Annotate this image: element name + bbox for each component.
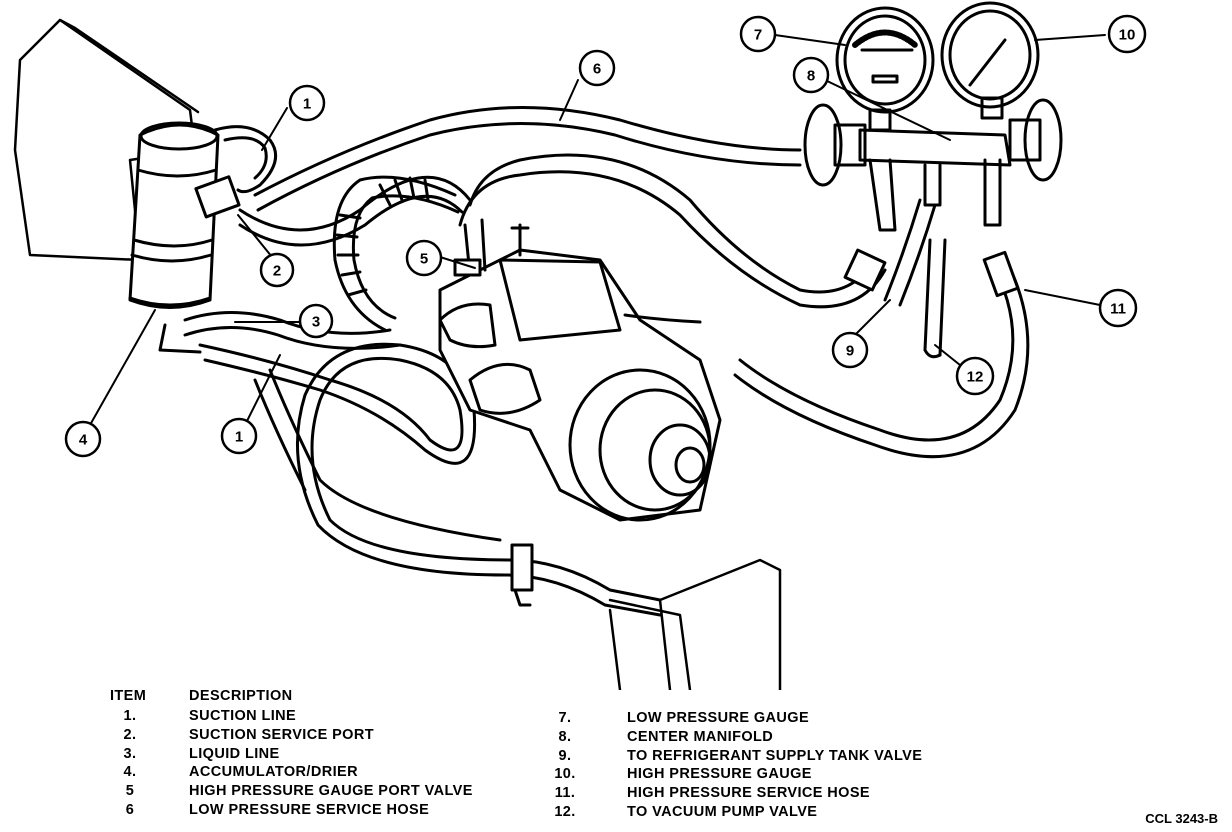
callout-circle-2 — [259, 252, 295, 288]
left-body-panel — [13, 18, 200, 262]
legend-item-description: CENTER MANIFOLD — [627, 728, 774, 745]
ac-service-diagram: 1 2 3 4 1 5 6 7 8 9 10 11 12 — [13, 1, 1147, 690]
callout-1b: 1 — [235, 429, 243, 446]
callout-12: 12 — [967, 369, 984, 386]
legend-item-description: TO REFRIGERANT SUPPLY TANK VALVE — [627, 747, 923, 764]
legend-item-number: 4. — [123, 764, 137, 781]
legend-item-description: LOW PRESSURE SERVICE HOSE — [189, 802, 430, 818]
callout-circle-10 — [1107, 14, 1147, 54]
callout-4: 4 — [79, 432, 88, 449]
callout-circle-5 — [405, 239, 443, 277]
callout-3: 3 — [312, 314, 320, 331]
legend-item-description: LOW PRESSURE GAUGE — [627, 710, 810, 726]
legend-item-description: LIQUID LINE — [189, 745, 280, 762]
ac-compressor — [438, 223, 722, 522]
callout-circle-7 — [739, 15, 777, 53]
callout-9: 9 — [846, 343, 854, 360]
callout-6: 6 — [593, 61, 601, 78]
legend-item-number: 7. — [558, 710, 572, 726]
legend-item-number: 6 — [125, 802, 135, 818]
callout-1a: 1 — [303, 96, 311, 113]
legend-item-description: SUCTION SERVICE PORT — [189, 726, 374, 743]
callout-circle-8 — [792, 56, 830, 94]
callout-8: 8 — [807, 68, 815, 85]
legend-item-number: 5 — [125, 783, 135, 800]
supply-and-vacuum-hoses — [843, 198, 947, 359]
accumulator-drier — [128, 121, 241, 309]
callout-circle-6 — [578, 49, 616, 87]
legend-item-description: HIGH PRESSURE GAUGE — [627, 766, 812, 783]
liquid-line — [158, 311, 402, 354]
legend-item-number: 1. — [123, 708, 137, 724]
callout-circle-11 — [1098, 288, 1138, 328]
legend-header-item: ITEM — [110, 688, 147, 704]
low-pressure-service-hose — [253, 106, 887, 309]
legend-item-description: SUCTION LINE — [189, 708, 297, 724]
callout-2: 2 — [273, 263, 281, 280]
callout-circle-1a — [288, 84, 326, 122]
legend-item-number: 3. — [123, 745, 137, 762]
high-pressure-service-hose — [733, 250, 1030, 459]
legend-item-number: 12. — [554, 804, 576, 820]
corrugated-hose — [332, 175, 460, 332]
legend-item-description: TO VACUUM PUMP VALVE — [627, 804, 818, 820]
callout-circle-9 — [831, 331, 869, 369]
legend-item-number: 8. — [558, 728, 572, 745]
callout-7: 7 — [754, 27, 762, 44]
callout-circle-1b — [220, 417, 258, 455]
legend-item-description: HIGH PRESSURE SERVICE HOSE — [627, 785, 870, 802]
legend-item-number: 2. — [123, 726, 137, 743]
legend-item-number: 11. — [554, 785, 576, 802]
manifold-gauge-set — [803, 1, 1063, 232]
right-body-panel — [608, 558, 782, 690]
callout-circle-4 — [64, 420, 102, 458]
callout-circles — [64, 14, 1147, 458]
legend-item-description: HIGH PRESSURE GAUGE PORT VALVE — [189, 783, 473, 800]
legend-header-description: DESCRIPTION — [189, 688, 293, 704]
legend-item-number: 10. — [554, 766, 576, 783]
callout-11: 11 — [1110, 301, 1126, 318]
callout-circle-3 — [298, 303, 334, 339]
legend-item-description: ACCUMULATOR/DRIER — [189, 764, 358, 781]
callout-circle-12 — [955, 356, 995, 396]
callout-10: 10 — [1119, 27, 1136, 44]
suction-line-lower — [198, 342, 662, 617]
reference-code: CCL 3243-B — [1145, 811, 1218, 826]
callout-5: 5 — [420, 251, 428, 268]
legend-item-number: 9. — [558, 747, 572, 764]
